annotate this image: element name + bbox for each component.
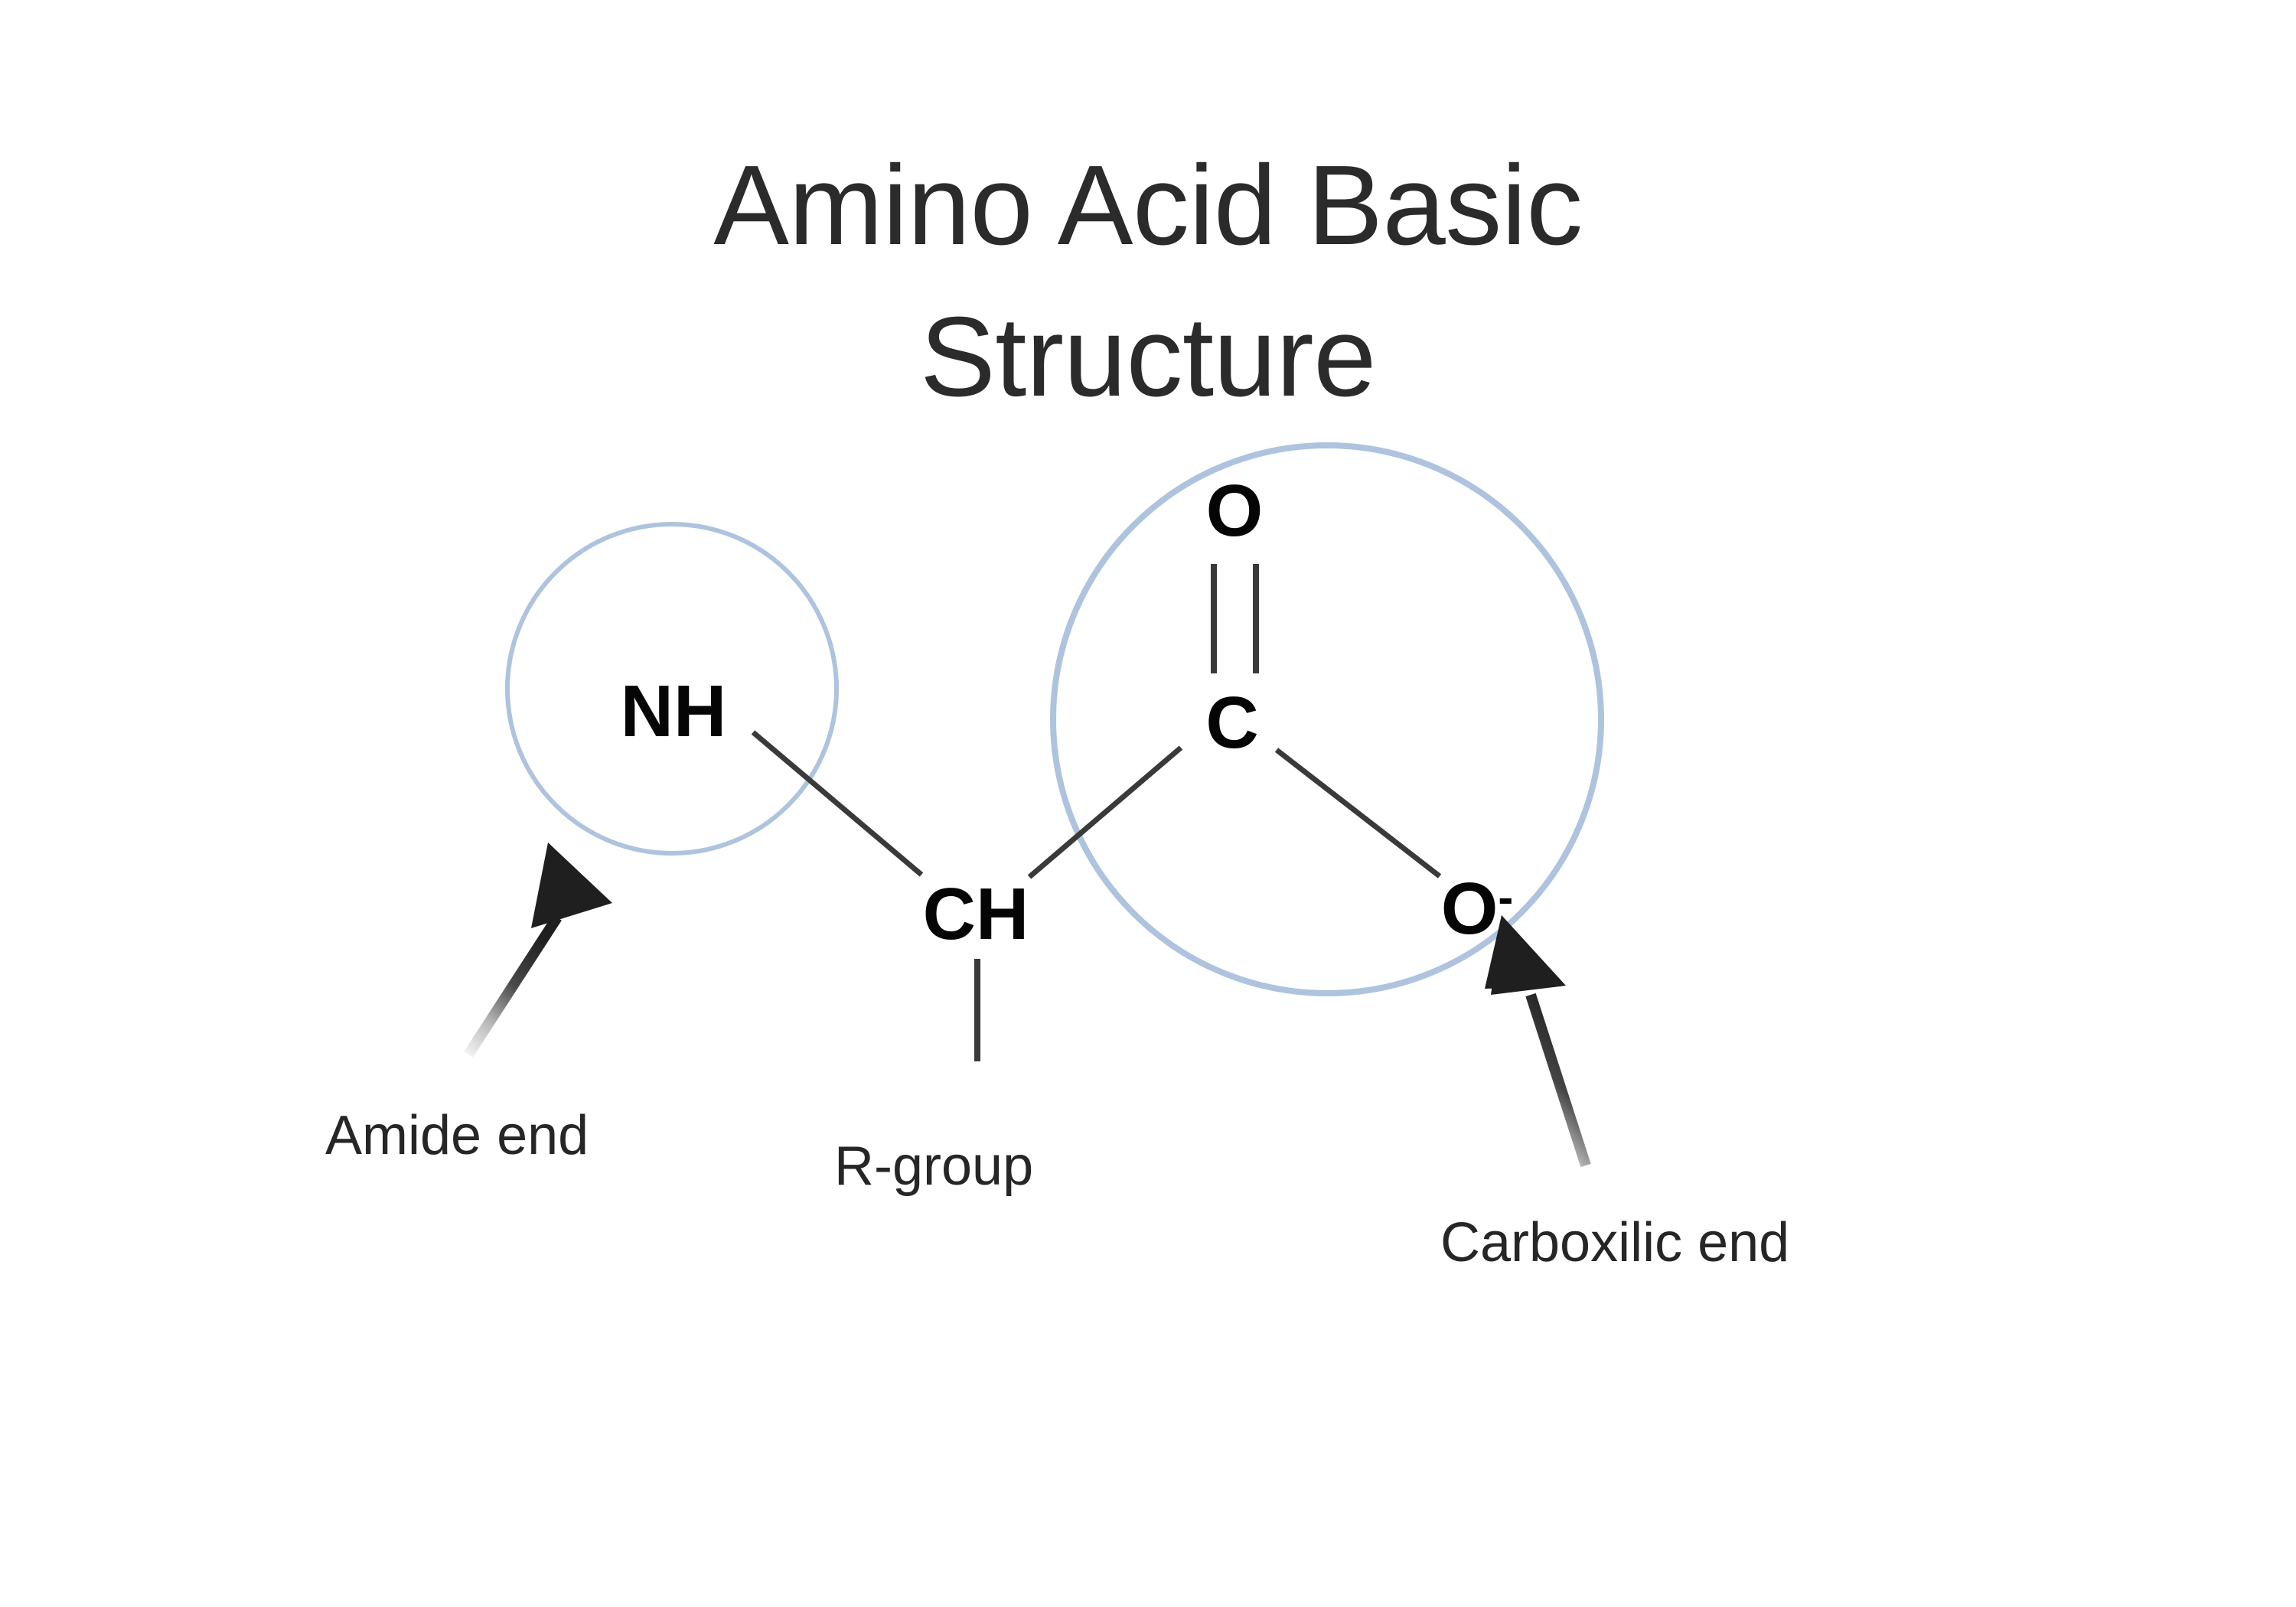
atom-label-o-minus-text: O bbox=[1440, 868, 1499, 950]
amide-highlight-circle bbox=[505, 522, 839, 856]
atom-label-o-carbonyl: O bbox=[1205, 470, 1264, 552]
charge-superscript-minus: - bbox=[1498, 872, 1514, 924]
atom-label-nh: NH bbox=[620, 670, 727, 752]
callout-label-carboxilic-end: Carboxilic end bbox=[1440, 1212, 1790, 1273]
callout-label-r-group: R-group bbox=[834, 1136, 1034, 1197]
bond-c-o-minus bbox=[1274, 748, 1442, 878]
atom-label-o-minus: O- bbox=[1441, 872, 1514, 946]
carboxilic-end-arrow bbox=[1485, 915, 1591, 1168]
atom-label-c: C bbox=[1205, 682, 1259, 764]
bond-ch-c bbox=[1027, 745, 1183, 879]
bond-nh-ch bbox=[751, 730, 924, 877]
callout-label-amide-end: Amide end bbox=[325, 1105, 589, 1166]
atom-label-ch: CH bbox=[922, 873, 1029, 955]
amide-end-arrow bbox=[464, 843, 612, 1058]
carboxylic-highlight-circle bbox=[1050, 442, 1604, 996]
